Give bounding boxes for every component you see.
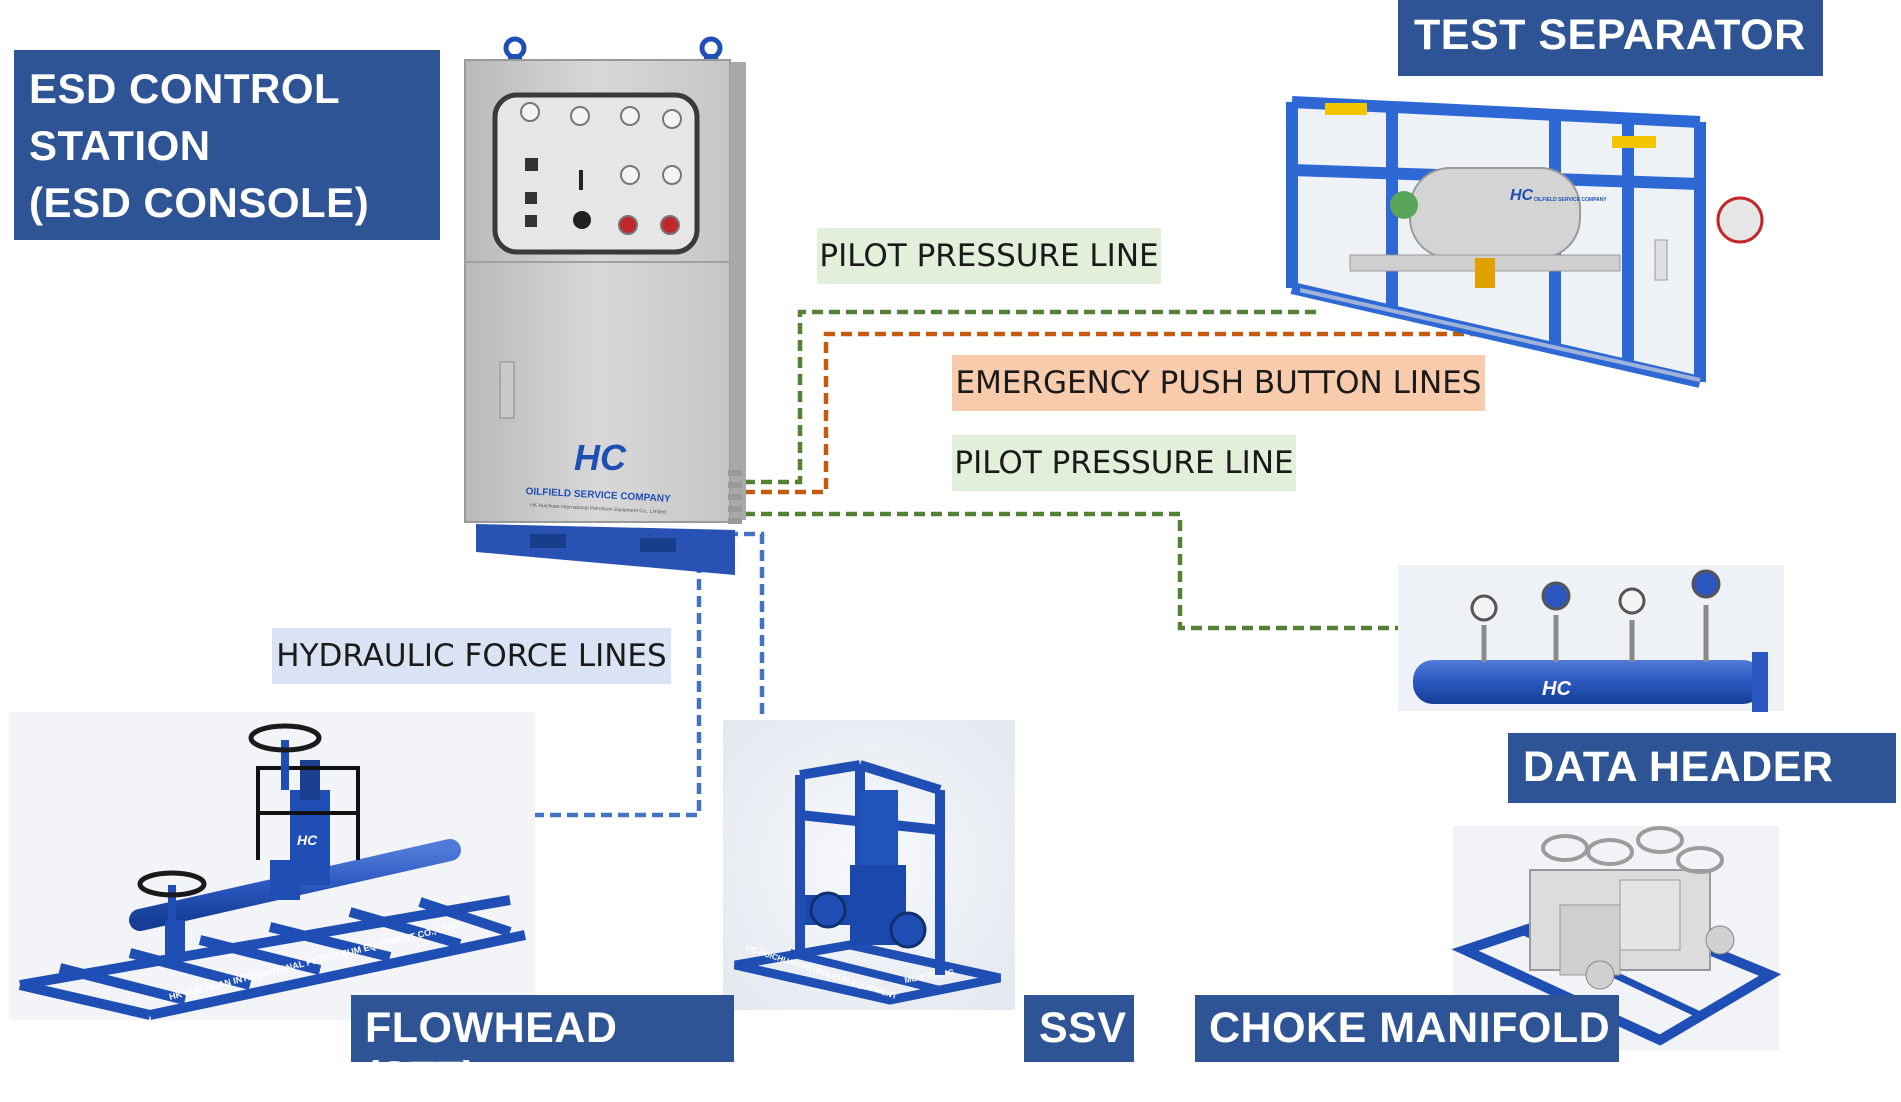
pilot-pressure-line-label-middle: PILOT PRESSURE LINE bbox=[952, 435, 1296, 491]
data-header-title-text: DATA HEADER bbox=[1523, 743, 1834, 791]
esd-title-line-2: STATION bbox=[29, 122, 211, 169]
separator-logo: HC bbox=[1510, 187, 1534, 204]
handwheel-icon bbox=[137, 870, 207, 898]
flowhead-title-text: FLOWHEAD (STT) bbox=[365, 1004, 618, 1101]
data-header-pipe bbox=[1413, 660, 1763, 704]
separator-company-text: OILFIELD SERVICE COMPANY bbox=[1534, 197, 1607, 203]
handwheel-icon bbox=[248, 723, 322, 753]
esd-system-diagram: HC OILFIELD SERVICE COMPANY HK Huichuan … bbox=[9, 36, 1784, 1050]
pilot-pressure-line-to-data-header bbox=[727, 511, 1398, 631]
transmitter-icon bbox=[1691, 569, 1721, 599]
flowhead: HK HUICHUAN INTERNATIONAL PETROLEUM EQUI… bbox=[9, 712, 535, 1020]
console-window bbox=[492, 92, 700, 255]
esd-control-station-title: ESD CONTROL STATION (ESD CONSOLE) bbox=[14, 50, 440, 240]
choke-manifold-title-text: CHOKE MANIFOLD bbox=[1209, 1004, 1611, 1052]
console-black-button bbox=[573, 211, 591, 229]
ssv: HC HUICHUAN PETROLEUM EQUIPMENT MGW 750 … bbox=[723, 720, 1015, 1010]
data-header-logo: HC bbox=[1542, 678, 1571, 700]
pressure-gauge-icon bbox=[1470, 594, 1498, 622]
pilot-pressure-line-label-top: PILOT PRESSURE LINE bbox=[817, 228, 1161, 284]
flowhead-title: FLOWHEAD (STT) bbox=[351, 995, 734, 1101]
handwheel-icon bbox=[1636, 826, 1684, 854]
connection-lines bbox=[316, 309, 1476, 818]
choke-manifold-title: CHOKE MANIFOLD bbox=[1195, 995, 1619, 1062]
test-separator-title: TEST SEPARATOR bbox=[1398, 0, 1823, 76]
flowhead-logo: HC bbox=[297, 832, 318, 848]
test-separator-title-text: TEST SEPARATOR bbox=[1414, 11, 1806, 59]
esd-title-line-1: ESD CONTROL bbox=[29, 65, 341, 112]
esd-console: HC OILFIELD SERVICE COMPANY HK Huichuan … bbox=[464, 36, 746, 575]
emergency-push-button-line bbox=[727, 331, 1476, 495]
handwheel-icon bbox=[1586, 838, 1634, 866]
esd-title-line-3: (ESD CONSOLE) bbox=[29, 179, 370, 226]
test-separator: HC OILFIELD SERVICE COMPANY bbox=[1285, 96, 1764, 388]
console-ports bbox=[728, 470, 742, 524]
console-gauges bbox=[520, 102, 682, 185]
ssv-title-text: SSV bbox=[1039, 1004, 1127, 1052]
handwheel-icon bbox=[1676, 846, 1724, 874]
console-red-button bbox=[660, 215, 680, 235]
hydraulic-force-lines-label: HYDRAULIC FORCE LINES bbox=[272, 628, 671, 684]
console-base bbox=[476, 524, 735, 575]
console-logo: HC bbox=[574, 437, 627, 478]
emergency-push-button-lines-label: EMERGENCY PUSH BUTTON LINES bbox=[952, 355, 1485, 411]
data-header-title: DATA HEADER bbox=[1508, 733, 1896, 803]
separator-vessel bbox=[1409, 167, 1581, 259]
pressure-gauge-icon bbox=[1618, 587, 1646, 615]
ssv-title: SSV bbox=[1024, 995, 1134, 1062]
transmitter-icon bbox=[1541, 581, 1571, 611]
data-header: HC bbox=[1398, 565, 1784, 712]
ssv-actuator bbox=[862, 790, 898, 870]
pilot-pressure-line-to-separator bbox=[727, 309, 1320, 485]
console-red-button bbox=[618, 215, 638, 235]
hydraulic-force-line-to-flowhead bbox=[316, 545, 702, 818]
data-header-gauges bbox=[1470, 569, 1721, 622]
